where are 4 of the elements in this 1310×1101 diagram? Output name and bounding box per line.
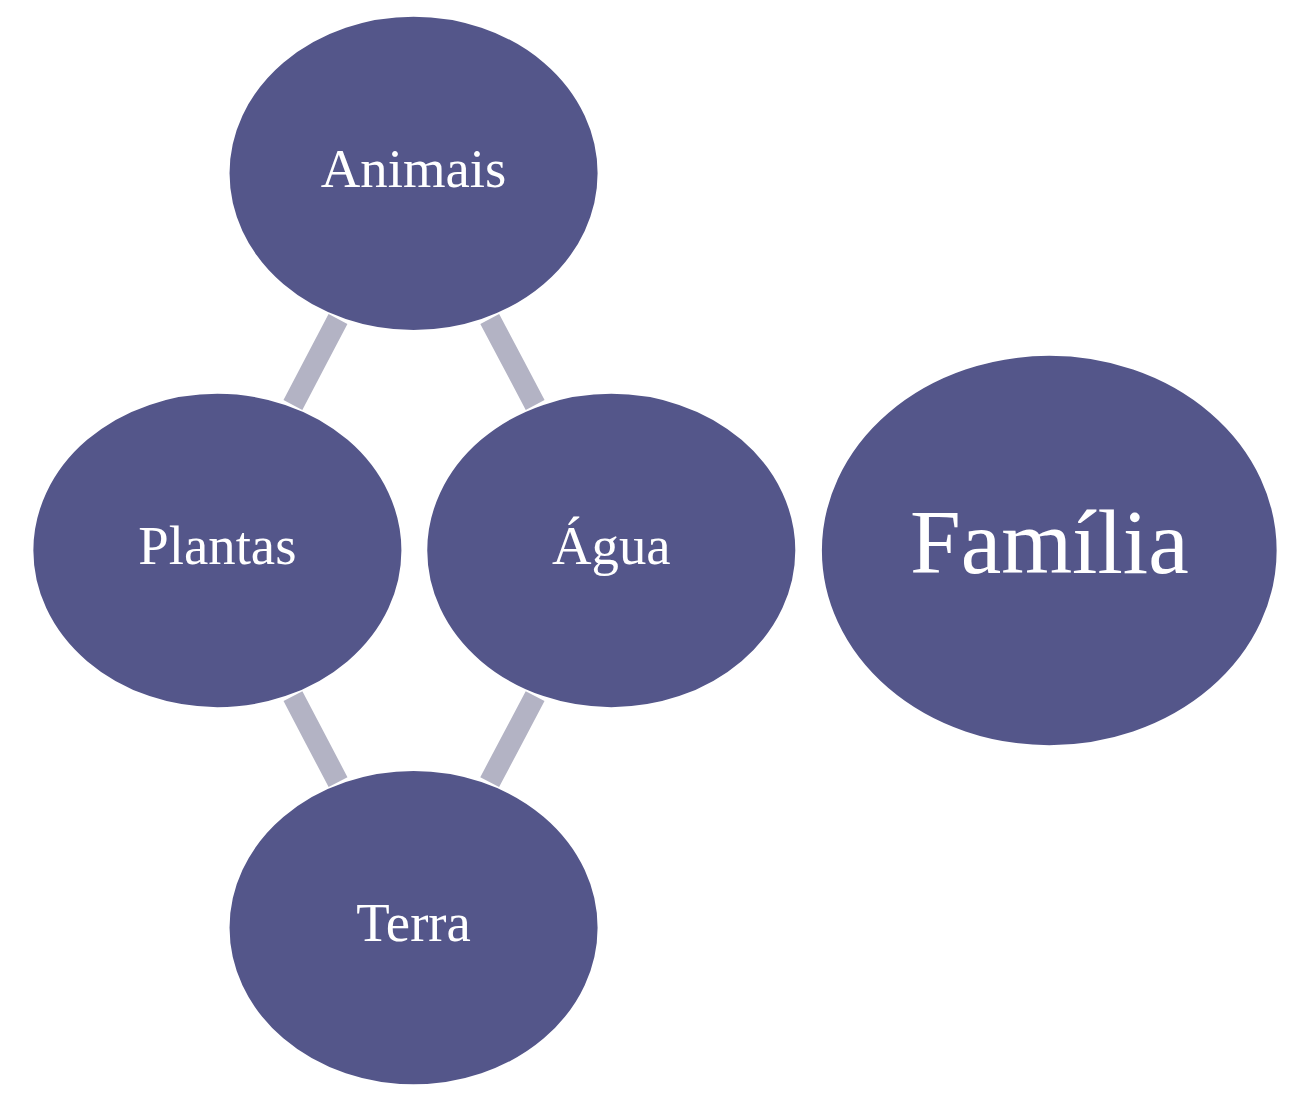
connector — [480, 314, 545, 410]
connector — [283, 314, 348, 410]
connector — [283, 691, 348, 788]
connector — [480, 691, 545, 788]
